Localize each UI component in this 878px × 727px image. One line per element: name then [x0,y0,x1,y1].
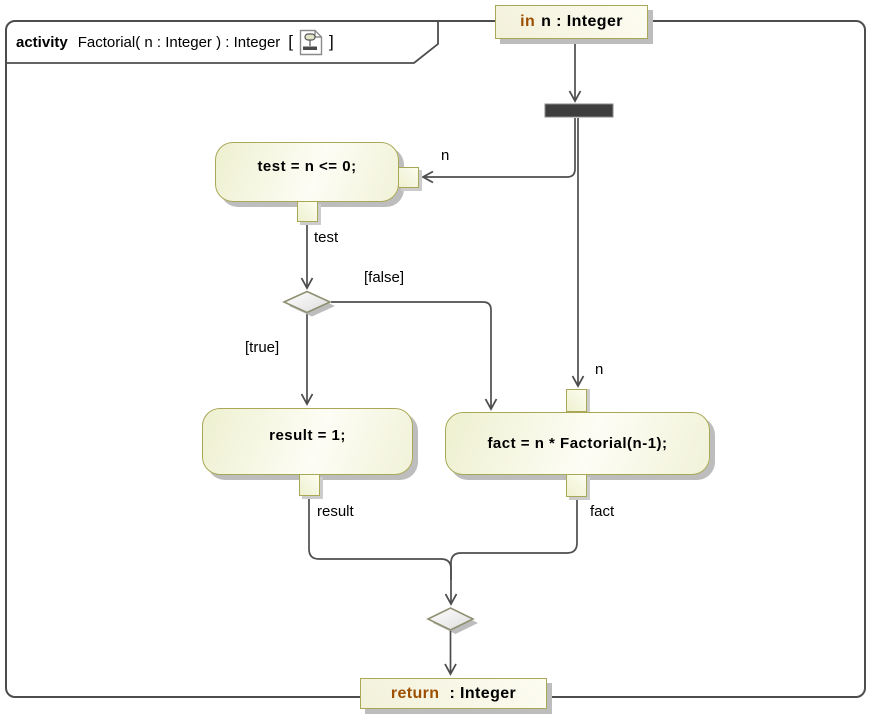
param-node-return[interactable]: return : Integer [360,678,547,709]
input-pin-test-n[interactable] [398,167,419,188]
edge-fork-to-test-pin [421,118,576,184]
flow-label-n-test: n [441,147,450,164]
flow-label-fact: fact [590,503,615,520]
flow-label-test: test [314,229,339,246]
param-in-keyword: in [520,13,536,30]
frame-bracket-close: ] [329,32,334,51]
action-node-test[interactable]: test = n <= 0; [215,142,399,202]
edge-fact-to-merge [450,498,578,580]
guard-label-true: [true] [245,339,280,356]
input-pin-fact-n[interactable] [566,389,587,412]
frame-tab [6,21,439,64]
merge-node[interactable] [426,607,475,631]
action-fact-label: fact = n * Factorial(n-1); [487,435,668,452]
action-result-label: result = 1; [269,427,346,444]
flow-label-result: result [317,503,354,520]
action-test-label: test = n <= 0; [257,157,357,175]
flow-label-n-fact: n [595,361,604,378]
output-pin-result[interactable] [299,474,320,496]
param-return-keyword: return [390,684,440,702]
frame-title: Factorial( n : Integer ) : Integer [77,33,281,51]
edge-decision-false-to-fact [331,301,498,411]
output-pin-fact[interactable] [566,474,587,497]
frame-heading: activity Factorial( n : Integer ) : Inte… [16,29,334,55]
param-node-in[interactable]: in n : Integer [495,5,648,39]
guard-label-false: [false] [364,269,405,286]
decision-node[interactable] [282,290,332,314]
fork-node[interactable] [544,103,614,118]
param-in-type: n : Integer [541,13,623,30]
activity-diagram-icon [299,29,323,55]
frame-bracket-open: [ [288,32,294,51]
frame-keyword: activity [16,33,68,51]
action-node-fact[interactable]: fact = n * Factorial(n-1); [445,412,710,475]
param-return-type: : Integer [449,684,517,702]
output-pin-test[interactable] [297,201,318,222]
action-node-result[interactable]: result = 1; [202,408,413,475]
